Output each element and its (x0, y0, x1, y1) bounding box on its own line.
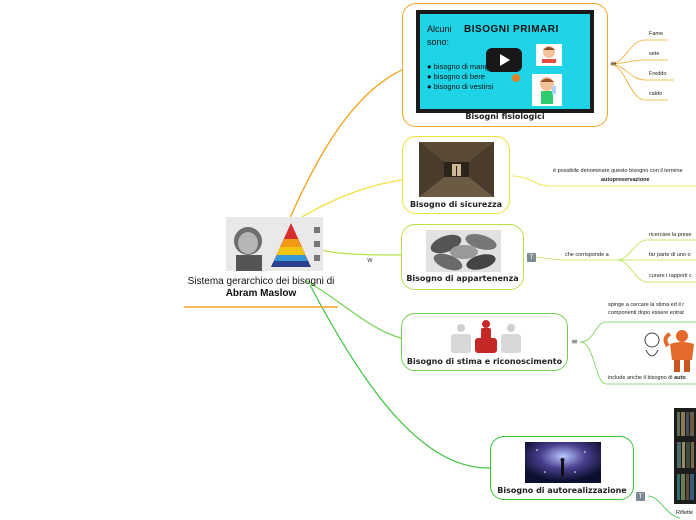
leaf-include-bold: auto (674, 375, 686, 381)
node-label-sicurezza: Bisogno di sicurezza (409, 200, 503, 209)
node-bisogni-fisiologici[interactable]: Alcuni BISOGNI PRIMARI sono: ● bisogno d… (402, 3, 608, 127)
play-button[interactable] (486, 48, 522, 72)
notes-lines-icon[interactable]: ≡ (571, 337, 578, 346)
link-icon[interactable]: w (367, 256, 373, 264)
galaxy-image (525, 442, 601, 483)
central-title-line2: Abram Maslow (225, 288, 297, 299)
branch-stima (304, 279, 402, 339)
video-bullet: ● bisogno di bere (427, 72, 485, 81)
node-bisogno-autorealizzazione[interactable]: Bisogno di autorealizzazione (490, 436, 634, 500)
branch-appartenenza (319, 249, 402, 256)
node-label-fisiologici: Bisogni fisiologici (465, 112, 545, 121)
node-label-stima: Bisogno di stima e riconoscimento (406, 357, 563, 366)
play-icon (500, 54, 510, 66)
video-bullet: ● bisogno di mangiare (427, 62, 502, 71)
video-prefix: Alcuni (427, 24, 452, 34)
leaf-sete[interactable]: sete (649, 51, 660, 57)
branch-autorealizzazione (309, 284, 491, 469)
leaf-spinge-line2[interactable]: componenti dopo essere entrat (608, 310, 684, 316)
leaf-che-corrisponde[interactable]: che corrisponde a (565, 252, 609, 258)
central-title-line1: Sistema gerarchico dei bisogni di (187, 276, 335, 287)
video-heading: BISOGNI PRIMARI (464, 24, 559, 35)
video-thumbnail[interactable]: Alcuni BISOGNI PRIMARI sono: ● bisogno d… (416, 10, 594, 113)
video-bullets: ● bisogno di mangiare ● bisogno di bere … (427, 62, 501, 92)
node-bisogno-appartenenza[interactable]: Bisogno di appartenenza (401, 224, 524, 290)
leaf-include[interactable]: include anche il bisogno di auto (608, 375, 686, 381)
corridor-image (419, 142, 494, 197)
bookshelf-image (674, 408, 696, 504)
leaf-riflette[interactable]: Riflette (676, 510, 694, 516)
note-icon[interactable]: T (636, 492, 645, 501)
eating-child-image (536, 44, 562, 66)
branch-fisiologici (289, 63, 419, 219)
maslow-portrait-image (226, 217, 323, 271)
node-label-autorealizzazione: Bisogno di autorealizzazione (497, 486, 627, 495)
hands-image (426, 230, 501, 272)
leaf-far-parte[interactable]: far parte di uno o (649, 252, 691, 258)
podium-image (447, 318, 524, 353)
node-bisogno-stima[interactable]: Bisogno di stima e riconoscimento (401, 313, 568, 371)
note-icon[interactable]: T (527, 253, 536, 262)
leaf-freddo[interactable]: Freddo (649, 71, 667, 77)
pyramid-image (226, 217, 323, 271)
leaf-sicurezza-keyword[interactable]: autopreservazione (601, 177, 650, 183)
node-bisogno-sicurezza[interactable]: Bisogno di sicurezza (402, 136, 510, 214)
notes-lines-icon[interactable]: ≡ (610, 59, 617, 68)
leaf-caldo[interactable]: caldo (649, 91, 663, 97)
leaf-ricercare[interactable]: ricercare la prese (649, 232, 692, 238)
node-label-appartenenza: Bisogno di appartenenza (406, 274, 519, 283)
video-line2: sono: (427, 37, 450, 47)
central-title: Sistema gerarchico dei bisogni di Abram … (184, 276, 338, 300)
leaf-spinge-line1[interactable]: spinge a cercare la stima ed il r (608, 302, 685, 308)
strong-man-image (642, 326, 696, 372)
video-bullet: ● bisogno di vestirsi (427, 82, 494, 91)
leaf-include-text: include anche il bisogno di (608, 375, 673, 381)
leaf-sicurezza-text[interactable]: è possibile denominare questo bisogno co… (553, 168, 683, 174)
drinking-child-image (532, 74, 562, 106)
apple-icon (512, 74, 520, 82)
branch-sicurezza (299, 179, 403, 219)
leaf-curare[interactable]: curare i rapporti c (649, 273, 692, 279)
leaf-fame[interactable]: Fame (649, 31, 664, 37)
